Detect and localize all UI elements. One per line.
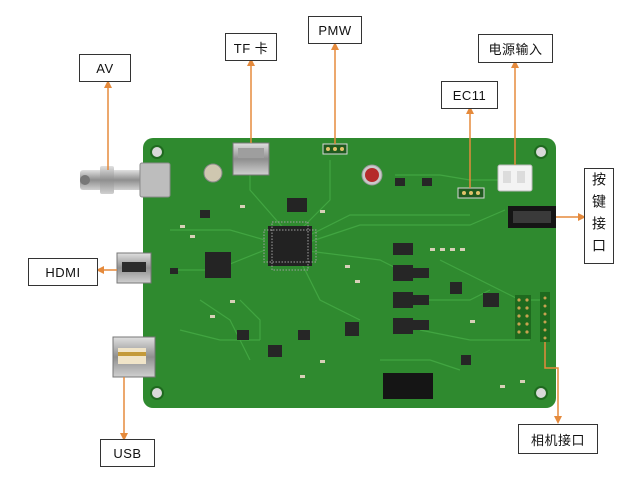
camera-header: [515, 292, 550, 342]
label-pmw: PMW: [308, 16, 362, 44]
buzzer: [203, 163, 223, 183]
cpu-chip: [263, 221, 317, 271]
ec11-header: [457, 187, 485, 199]
power-connector: [497, 164, 533, 192]
av-connector: [80, 162, 171, 198]
mount-hole: [534, 386, 548, 400]
label-tf: TF 卡: [225, 33, 277, 61]
tf-card-slot: [232, 142, 270, 176]
pmw-header: [322, 143, 348, 155]
capacitor: [361, 164, 383, 186]
mount-hole: [534, 145, 548, 159]
callout-arrows: [96, 42, 586, 441]
hdmi-connector: [116, 252, 152, 284]
chip: [205, 252, 231, 278]
label-button: 按键接口: [584, 168, 614, 264]
mount-hole: [150, 386, 164, 400]
mount-hole: [150, 145, 164, 159]
smd-parts: [180, 205, 525, 388]
misc-components: [170, 178, 499, 365]
label-av: AV: [79, 54, 131, 82]
button-connector: [508, 206, 556, 228]
bottom-connector: [383, 373, 433, 399]
chip: [287, 198, 307, 212]
pcb-board: [143, 138, 556, 408]
chip-column: [393, 243, 429, 334]
usb-connector: [112, 336, 156, 378]
arrow-camera: [544, 342, 562, 424]
label-usb: USB: [100, 439, 155, 467]
label-power: 电源输入: [478, 34, 553, 63]
label-ec11: EC11: [441, 81, 498, 109]
label-hdmi: HDMI: [28, 258, 98, 286]
label-camera: 相机接口: [518, 424, 598, 454]
